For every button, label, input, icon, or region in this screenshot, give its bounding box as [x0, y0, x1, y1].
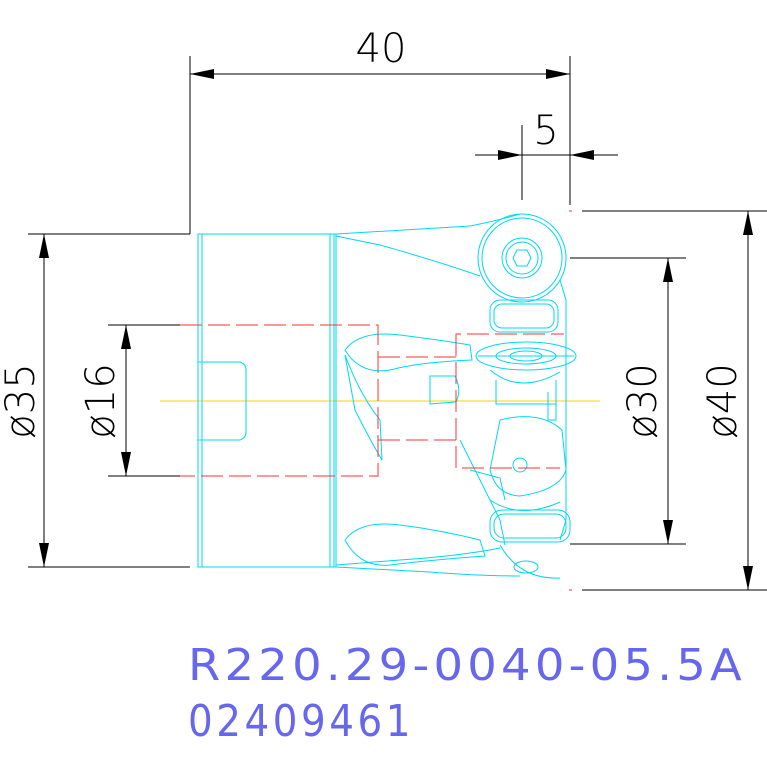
inner-diameter-label: ø30	[620, 363, 666, 438]
part-designation: R220.29-0040-05.5A	[188, 640, 746, 691]
tool-outline	[197, 213, 577, 579]
dimension-lines	[28, 56, 767, 591]
bore-diameter-label: ø16	[78, 363, 124, 438]
insert-offset-label: 5	[533, 108, 558, 154]
part-code: 02409461	[188, 696, 414, 747]
cutting-diameter-label: ø40	[700, 363, 746, 438]
overall-length-label: 40	[356, 26, 407, 72]
shank-diameter-label: ø35	[0, 363, 44, 438]
arrowheads	[39, 69, 753, 590]
hidden-lines	[180, 324, 564, 477]
tick-marks	[569, 210, 572, 591]
